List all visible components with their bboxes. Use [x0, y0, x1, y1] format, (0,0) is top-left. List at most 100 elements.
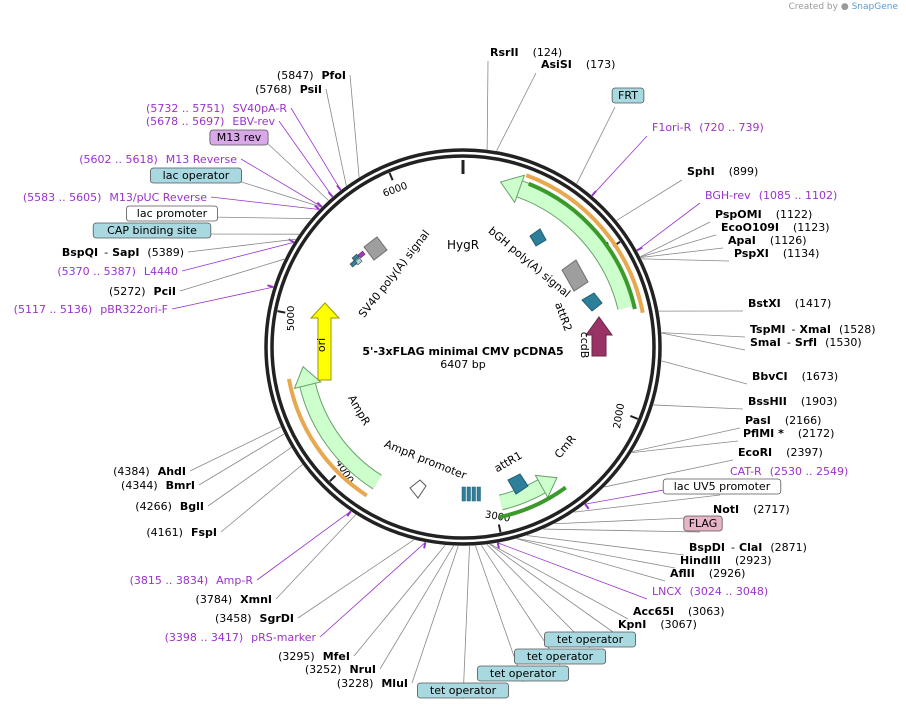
cmr-feature-arrow[interactable]: [499, 480, 546, 510]
site-pbr322ori-f[interactable]: (5117 .. 5136)pBR322ori-F: [14, 303, 168, 316]
site-ecori[interactable]: EcoRI(2397): [738, 446, 823, 459]
site-tet-operator[interactable]: tet operator: [514, 648, 607, 665]
site-ecoo109i[interactable]: EcoO109I(1123): [721, 221, 830, 234]
sv40-polya-feature[interactable]: [363, 236, 388, 261]
site-pspxi[interactable]: PspXI(1134): [734, 247, 819, 260]
site-lac-uv5-promoter[interactable]: lac UV5 promoter: [662, 478, 782, 495]
site-bgli[interactable]: (4266)BglI: [135, 500, 204, 513]
enzyme-position: (2717): [753, 503, 790, 516]
site-lncx[interactable]: LNCX(3024 .. 3048): [652, 585, 768, 598]
attr2-feature[interactable]: [581, 292, 603, 312]
site-ebv-rev[interactable]: (5678 .. 5697)EBV-rev: [146, 115, 276, 128]
site-rsrii[interactable]: RsrII(124): [490, 46, 562, 59]
site-flag[interactable]: FLAG: [683, 515, 723, 532]
enzyme-name: Acc65I: [633, 605, 674, 618]
site-acc65i[interactable]: Acc65I(3063): [633, 605, 725, 618]
enzyme-position: (1126): [770, 234, 807, 247]
primer-site-mark: [316, 201, 323, 208]
site-tet-operator[interactable]: tet operator: [416, 682, 509, 699]
lac-region-marker: [357, 250, 366, 259]
site-aflii[interactable]: AflII(2926): [670, 567, 745, 580]
site-hindiii[interactable]: HindIII(2923): [680, 554, 772, 567]
feature-box: [92, 222, 212, 239]
site-bsshii[interactable]: BssHII(1903): [748, 395, 837, 408]
site-pasi[interactable]: PasI(2166): [745, 414, 821, 427]
attr1-feature[interactable]: [507, 473, 529, 495]
site-psii[interactable]: (5768)PsiI: [255, 83, 322, 96]
site-bspqi[interactable]: BspQI-SapI(5389): [62, 246, 184, 259]
leader-line: [661, 360, 748, 385]
site-label-text: EcoO109I(1123): [721, 221, 830, 234]
site-m13-rev[interactable]: M13 rev: [209, 129, 269, 146]
enzyme-position: (4344): [121, 479, 158, 492]
site-tet-operator[interactable]: tet operator: [476, 665, 569, 682]
site-sgrdi[interactable]: (3458)SgrDI: [215, 612, 294, 625]
site-label-text: SphI(899): [687, 165, 758, 178]
site-label-text: ApaI(1126): [728, 234, 806, 247]
site-cat-r[interactable]: CAT-R(2530 .. 2549): [730, 465, 848, 478]
feature-box: [514, 648, 607, 665]
site-frt[interactable]: FRT: [611, 87, 645, 104]
site-bspdi[interactable]: BspDI-ClaI(2871): [689, 541, 807, 554]
enzyme-name: PasI: [745, 414, 771, 427]
site-bgh-rev[interactable]: BGH-rev(1085 .. 1102): [705, 189, 837, 202]
leader-line: [496, 72, 537, 152]
site-pflmi[interactable]: PflMI *(2172): [743, 427, 834, 440]
site-bmri[interactable]: (4344)BmrI: [121, 479, 195, 492]
ccdb-feature-arrow[interactable]: [585, 316, 613, 357]
site-ahdi[interactable]: (4384)AhdI: [113, 465, 186, 478]
site-apai[interactable]: ApaI(1126): [728, 234, 806, 247]
site-bstxi[interactable]: BstXI(1417): [748, 297, 831, 310]
site-fspi[interactable]: (4161)FspI: [146, 526, 217, 539]
enzyme-position: (5389): [147, 246, 184, 259]
site-pcii[interactable]: (5272)PciI: [109, 285, 176, 298]
leader-line: [207, 216, 311, 220]
site-smai[interactable]: SmaI-SrfI(1530): [750, 336, 862, 349]
primer-range: (5583 .. 5605): [23, 191, 102, 204]
site-lac-operator[interactable]: lac operator: [149, 167, 242, 184]
bgh-polya-feature[interactable]: [561, 259, 589, 292]
site-tet-operator[interactable]: tet operator: [544, 631, 637, 648]
site-sphi[interactable]: SphI(899): [687, 165, 758, 178]
site-sv40pa-r[interactable]: (5732 .. 5751)SV40pA-R: [146, 102, 287, 115]
leader-line: [319, 542, 426, 638]
site-xmni[interactable]: (3784)XmnI: [196, 593, 272, 606]
primer-range: (3024 .. 3048): [690, 585, 769, 598]
enzyme-position: (2923): [735, 554, 772, 567]
site-pspomi[interactable]: PspOMI(1122): [715, 208, 812, 221]
primer-arc: [525, 173, 645, 314]
site-amp-r[interactable]: (3815 .. 3834)Amp-R: [130, 574, 254, 587]
site-pfoi[interactable]: (5847)PfoI: [277, 69, 346, 82]
feature-box-label: FLAG: [689, 517, 718, 530]
site-label-text: TspMI-XmaI(1528): [750, 323, 876, 336]
feature-box: [149, 167, 242, 184]
site-mlui[interactable]: (3228)MluI: [337, 677, 408, 690]
site-m13-reverse[interactable]: (5602 .. 5618)M13 Reverse: [79, 153, 237, 166]
site-bbvci[interactable]: BbvCI(1673): [752, 370, 838, 383]
site-asisi[interactable]: AsiSI(173): [541, 58, 615, 71]
site-label-text: (3252)NruI: [305, 663, 376, 676]
site-m13-puc-reverse[interactable]: (5583 .. 5605)M13/pUC Reverse: [23, 191, 207, 204]
ampr-promoter-feature[interactable]: [409, 479, 427, 499]
feature-box: [683, 515, 723, 532]
site-tspmi[interactable]: TspMI-XmaI(1528): [750, 323, 876, 336]
ori-feature-arrow[interactable]: [309, 302, 341, 381]
site-nrui[interactable]: (3252)NruI: [305, 663, 376, 676]
site-noti[interactable]: NotI(2717): [713, 503, 790, 516]
site-l4440[interactable]: (5370 .. 5387)L4440: [57, 265, 178, 278]
enzyme-name: XmnI: [240, 593, 272, 606]
site-mfei[interactable]: (3295)MfeI: [278, 650, 350, 663]
leader-line: [640, 221, 711, 258]
site-prs-marker[interactable]: (3398 .. 3417)pRS-marker: [165, 631, 317, 644]
feature-box-label: FRT: [618, 89, 638, 102]
site-kpni[interactable]: KpnI(3067): [618, 618, 697, 631]
feature-box: [611, 87, 645, 104]
site-cap-binding-site[interactable]: CAP binding site: [92, 222, 212, 239]
hygr-feature-arrow[interactable]: [516, 181, 635, 310]
site-f1ori-r[interactable]: F1ori-R(720 .. 739): [652, 121, 764, 134]
site-label-text: (3228)MluI: [337, 677, 408, 690]
primer-name: BGH-rev: [705, 189, 751, 202]
ampr-feature-arrow[interactable]: [300, 383, 382, 489]
site-lac-promoter[interactable]: lac promoter: [126, 205, 218, 222]
leader-line: [632, 427, 741, 452]
